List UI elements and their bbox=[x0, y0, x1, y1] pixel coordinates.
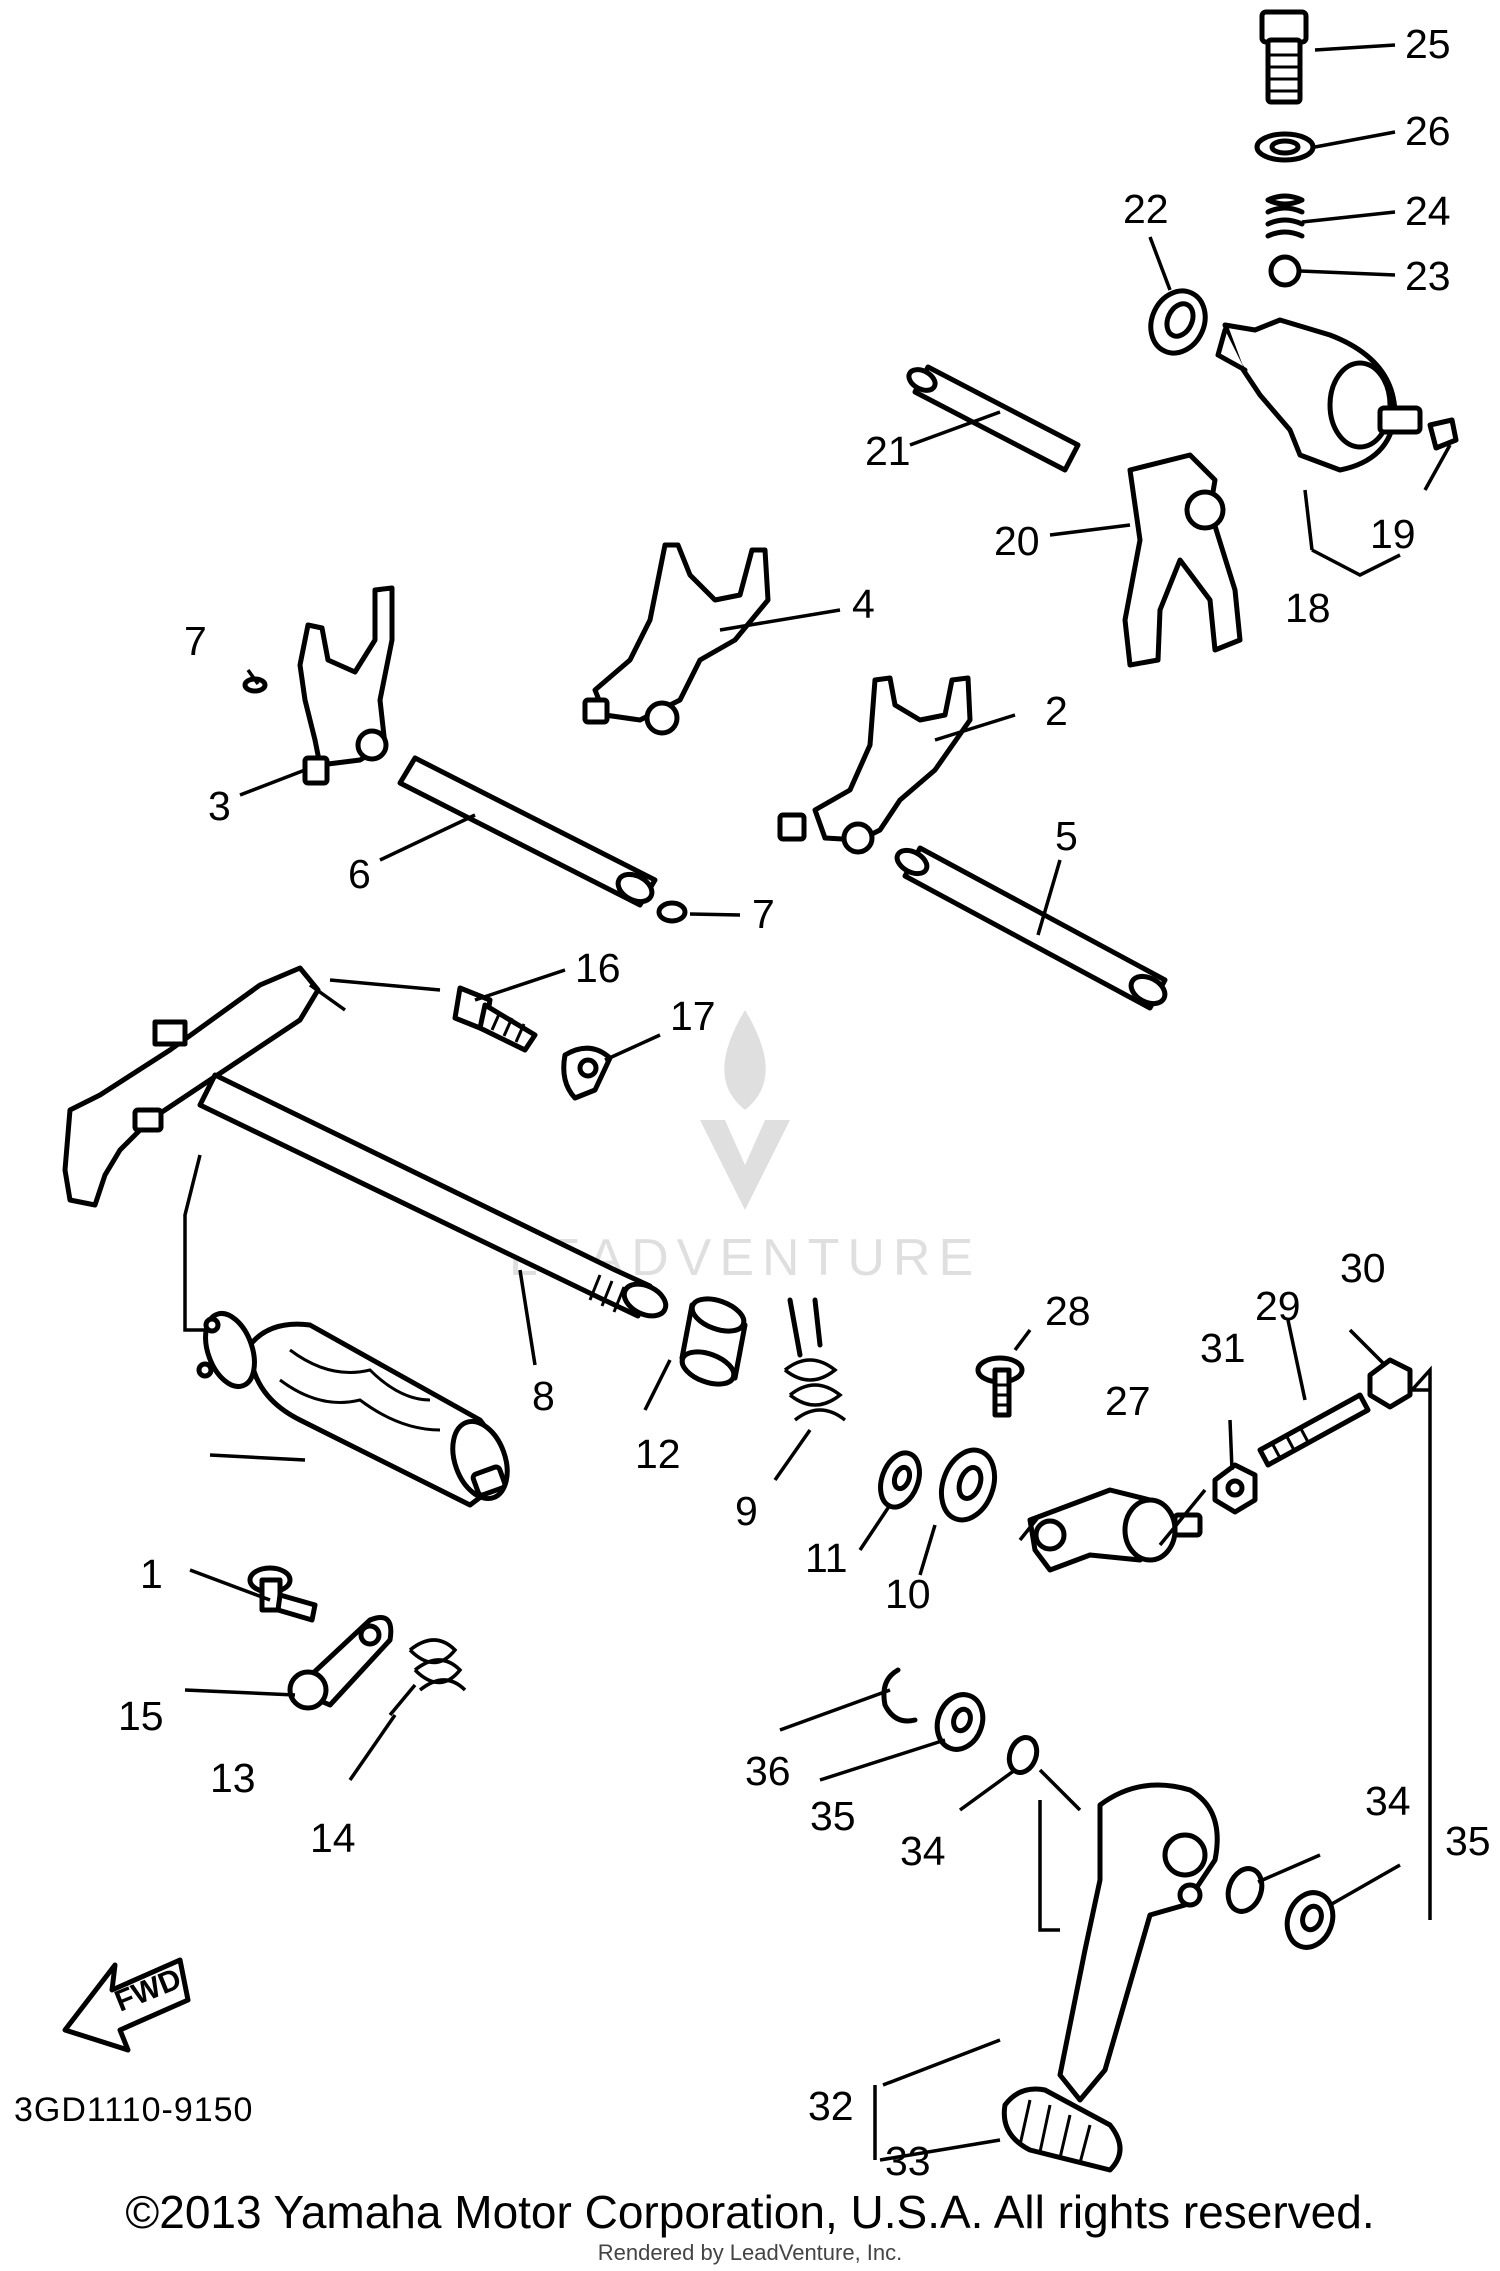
callout-3: 3 bbox=[208, 783, 231, 829]
part-18-shift-segment bbox=[1215, 317, 1423, 473]
callout-36: 36 bbox=[745, 1748, 791, 1794]
callout-6: 6 bbox=[348, 851, 371, 897]
part-34-o-ring-left bbox=[1006, 1735, 1040, 1775]
part-11-washer bbox=[878, 1450, 922, 1510]
part-28-bolt bbox=[975, 1355, 1025, 1418]
copyright-notice: ©2013 Yamaha Motor Corporation, U.S.A. A… bbox=[125, 2186, 1375, 2238]
part-20-shift-fork bbox=[1122, 452, 1243, 668]
callout-26: 26 bbox=[1405, 108, 1451, 154]
part-17-stopper-plate bbox=[561, 1045, 613, 1101]
part-30-nut bbox=[1367, 1357, 1413, 1410]
callout-28: 28 bbox=[1045, 1288, 1091, 1334]
rendered-by-notice: Rendered by LeadVenture, Inc. bbox=[597, 2240, 903, 2265]
callout-22: 22 bbox=[1123, 186, 1169, 232]
part-4-shift-fork bbox=[582, 542, 771, 736]
part-29-rod bbox=[1257, 1392, 1371, 1468]
part-33-pedal-rubber bbox=[1001, 2086, 1123, 2173]
part-16-bolt bbox=[452, 985, 538, 1053]
part-24-spring bbox=[1265, 193, 1305, 239]
part-10-oil-seal bbox=[938, 1447, 998, 1523]
part-7-circlip-lower bbox=[656, 900, 688, 924]
callout-4: 4 bbox=[852, 581, 875, 627]
callout-9: 9 bbox=[735, 1488, 758, 1534]
callout-7-lower: 7 bbox=[752, 891, 775, 937]
callouts: 25 26 24 23 22 21 20 19 18 4 7 2 3 5 6 7… bbox=[118, 21, 1491, 2184]
callout-7-upper: 7 bbox=[184, 618, 207, 664]
callout-32: 32 bbox=[808, 2083, 854, 2129]
callout-12: 12 bbox=[635, 1431, 681, 1477]
part-8-shift-shaft bbox=[62, 965, 669, 1319]
part-23-ball bbox=[1268, 254, 1302, 288]
callout-34-right: 34 bbox=[1365, 1778, 1411, 1824]
callout-8: 8 bbox=[532, 1373, 555, 1419]
callout-24: 24 bbox=[1405, 188, 1451, 234]
callout-29: 29 bbox=[1255, 1283, 1301, 1329]
part-5-guide-bar bbox=[894, 845, 1168, 1011]
callout-25: 25 bbox=[1405, 21, 1451, 67]
callout-35-left: 35 bbox=[810, 1793, 856, 1839]
callout-20: 20 bbox=[994, 518, 1040, 564]
callout-2: 2 bbox=[1045, 688, 1068, 734]
callout-31: 31 bbox=[1200, 1325, 1246, 1371]
callout-15: 15 bbox=[118, 1693, 164, 1739]
part-14-spring bbox=[388, 1638, 467, 1717]
part-27-joint bbox=[1027, 1487, 1203, 1573]
part-25-bolt bbox=[1259, 9, 1309, 105]
part-3-shift-fork bbox=[297, 585, 395, 786]
callout-33: 33 bbox=[885, 2138, 931, 2184]
part-2-shift-fork bbox=[777, 675, 973, 855]
part-21-guide-bar bbox=[906, 364, 1081, 473]
callout-27: 27 bbox=[1105, 1378, 1151, 1424]
callout-34-left: 34 bbox=[900, 1828, 946, 1874]
fwd-arrow-icon: FWD bbox=[62, 1957, 191, 2053]
callout-16: 16 bbox=[575, 945, 621, 991]
part-19-pin bbox=[1427, 417, 1459, 451]
part-22-oil-seal bbox=[1148, 288, 1208, 356]
part-15-bolt bbox=[247, 1565, 318, 1623]
callout-23: 23 bbox=[1405, 253, 1451, 299]
part-9-torsion-spring bbox=[783, 1297, 847, 1422]
callout-19: 19 bbox=[1370, 511, 1416, 557]
callout-17: 17 bbox=[670, 993, 716, 1039]
callout-5: 5 bbox=[1055, 813, 1078, 859]
part-32-shift-pedal bbox=[1057, 1782, 1220, 2103]
callout-11: 11 bbox=[805, 1535, 848, 1581]
part-13-stopper-lever bbox=[287, 1615, 394, 1711]
callout-10: 10 bbox=[885, 1571, 931, 1617]
leader-lines bbox=[183, 43, 1452, 2162]
part-12-collar bbox=[679, 1296, 748, 1387]
part-1-shift-drum bbox=[196, 1311, 510, 1508]
drawing-code: 3GD1110-9150 bbox=[14, 2091, 254, 2129]
callout-21: 21 bbox=[865, 428, 911, 474]
part-6-guide-bar bbox=[397, 755, 658, 908]
callout-35-right: 35 bbox=[1445, 1818, 1491, 1864]
callout-1: 1 bbox=[140, 1551, 163, 1597]
part-31-nut bbox=[1212, 1462, 1258, 1515]
part-36-circlip bbox=[881, 1667, 918, 1724]
callout-30: 30 bbox=[1340, 1245, 1386, 1291]
callout-14: 14 bbox=[310, 1815, 356, 1861]
part-34-o-ring-right bbox=[1225, 1866, 1265, 1914]
callout-18: 18 bbox=[1285, 585, 1331, 631]
callout-13: 13 bbox=[210, 1755, 256, 1801]
